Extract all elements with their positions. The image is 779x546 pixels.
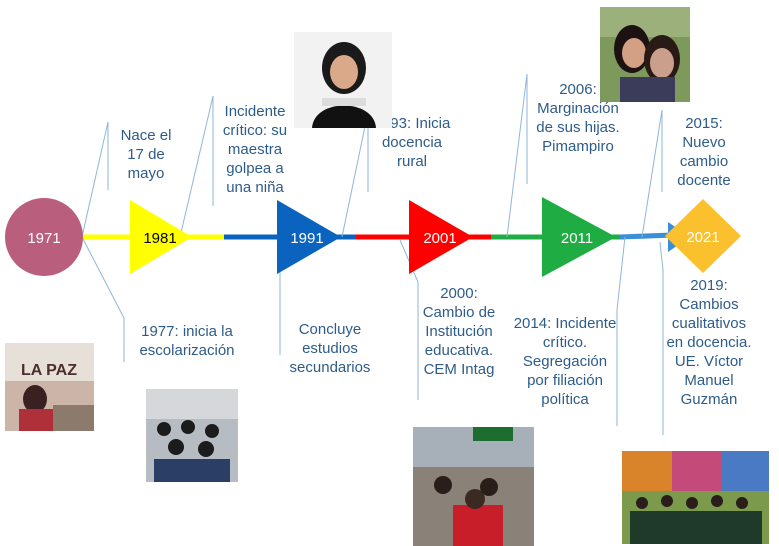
milestone-2021-diamond xyxy=(665,199,741,273)
milestone-1991-triangle xyxy=(277,200,341,274)
event-school-start-text: 1977: inicia la escolarización xyxy=(139,323,235,359)
event-2019-text: 2019: Cambios cualitativos en docencia. … xyxy=(666,277,752,408)
connector-2015 xyxy=(641,109,663,238)
family-photo xyxy=(600,7,690,102)
event-rural-teaching-text: 1993: Inicia docencia rural xyxy=(373,115,451,170)
milestone-2001-label: 2001 xyxy=(423,230,456,247)
event-marginalization-text: 2006: Marginación de sus hijas. Pimampir… xyxy=(536,81,620,155)
school-sign-text: LA PAZ xyxy=(21,362,77,379)
connector-teacher-incident xyxy=(179,95,214,238)
event-institution-change-text: 2000: Cambio de Institución educativa. C… xyxy=(422,285,496,378)
milestone-1981-label: 1981 xyxy=(143,230,176,247)
connector-segregation xyxy=(616,236,626,426)
callout-connectors xyxy=(81,73,664,435)
event-segregation-text: 2014: Incidente crítico. Segregación por… xyxy=(513,315,617,408)
students-mural-photo xyxy=(622,451,769,544)
milestone-2001-triangle xyxy=(409,200,473,274)
event-birth-text: Nace el 17 de mayo xyxy=(120,127,172,182)
event-teacher-incident-text: Incidente crítico: su maestra golpea a u… xyxy=(222,103,288,196)
event-2015-text: 2015: Nuevo cambio docente xyxy=(677,115,731,189)
milestone-2011-triangle xyxy=(542,197,616,277)
milestone-1971-circle xyxy=(5,198,83,276)
milestone-1981-triangle xyxy=(130,200,192,274)
community-photo xyxy=(413,427,534,546)
event-secondary-text: Concluye estudios secundarios xyxy=(289,321,371,376)
milestone-1971-label: 1971 xyxy=(27,230,60,247)
connector-marginalization xyxy=(506,73,528,238)
connector-2019 xyxy=(659,241,664,435)
connector-rural xyxy=(341,111,369,238)
school-child-photo: LA PAZ xyxy=(5,343,94,431)
milestone-2021-label: 2021 xyxy=(686,229,719,246)
portrait-photo xyxy=(294,32,392,128)
connector-school-start xyxy=(81,236,125,362)
milestone-1991-label: 1991 xyxy=(290,230,323,247)
milestone-2011-label: 2011 xyxy=(561,230,593,247)
connector-institution xyxy=(399,239,419,400)
classroom-photo xyxy=(146,389,238,482)
connector-birth xyxy=(81,121,109,238)
